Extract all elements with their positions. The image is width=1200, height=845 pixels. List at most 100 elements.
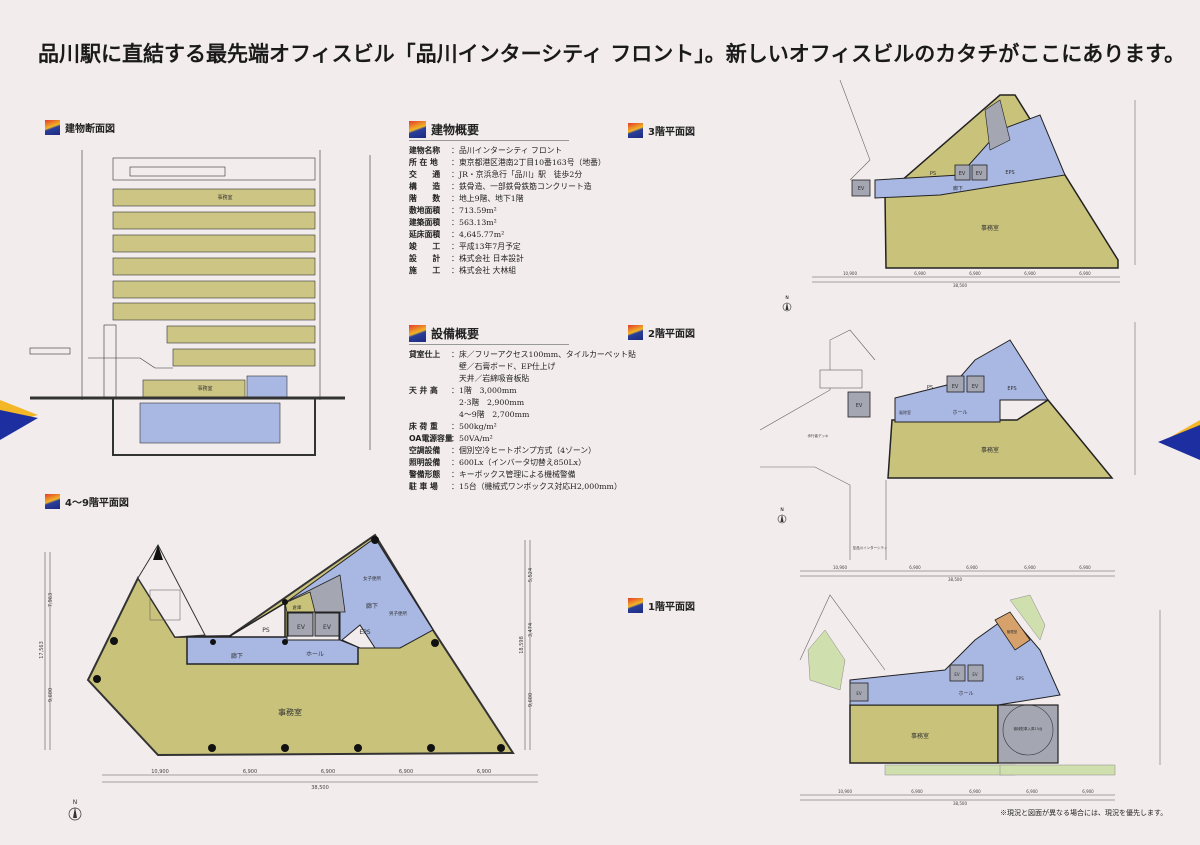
section-header-section-drawing: 建物断面図	[45, 120, 115, 135]
spec-separator: ：	[451, 206, 459, 215]
floor-plan-3: 事務室 廊下 PS EV EV EPS EV 10,900 6,900 6,90…	[782, 79, 1136, 312]
floor-plan-4-9: 事務室 廊下 ホール PS EV EV 倉庫 EPS 廊下 女子便所 男子便所 …	[39, 533, 538, 821]
spec-label: 空調設備	[409, 446, 441, 455]
spec-row: 延床面積 ：4,645.77m²	[409, 229, 606, 241]
section-office-label: 事務室	[197, 385, 212, 392]
ev-label: EV	[297, 624, 306, 631]
spec-separator: ：	[451, 434, 459, 443]
spec-separator: ：	[451, 230, 459, 239]
spec-separator: ：	[451, 146, 459, 155]
north-arrow-icon: N	[777, 507, 787, 524]
spec-row: 構 造：鉄骨造、一部鉄骨鉄筋コンクリート造	[409, 181, 606, 193]
section-floor-band	[112, 188, 316, 207]
section-floor-band	[112, 280, 316, 299]
dimension-label: 6,900	[969, 789, 981, 794]
spec-value: 2·3階 2,900mm	[459, 398, 525, 407]
spec-separator: ：	[451, 386, 459, 395]
eps-label: EPS	[1016, 676, 1024, 681]
section-header-building-overview: 建物概要	[409, 121, 569, 141]
spec-row: 天 井 高：1階 3,000mm	[409, 385, 636, 397]
spec-value: 地上9階、地下1階	[459, 194, 524, 203]
dimension-label: 5,524	[528, 568, 534, 582]
spec-label: 貸室仕上	[409, 350, 441, 359]
mens-wc-label: 男子便所	[389, 610, 407, 617]
section-title: 3階平面図	[648, 127, 695, 138]
section-icon	[409, 121, 426, 138]
spec-separator: ：	[451, 254, 459, 263]
section-header-plan-2: 2階平面図	[628, 325, 695, 340]
ev-label: EV	[954, 672, 960, 677]
dimension-label: 10,900	[838, 789, 852, 794]
dimension-label: 9,600	[528, 693, 534, 707]
section-floor-band	[112, 211, 316, 230]
section-floor-band	[112, 302, 316, 321]
spec-row: 警備形態：キーボックス管理による機械警備	[409, 469, 636, 481]
spec-label: 設 計	[409, 254, 441, 263]
section-title: 4〜9階平面図	[65, 498, 129, 509]
spec-separator: ：	[451, 458, 459, 467]
dimension-total-label: 38,500	[953, 283, 967, 288]
section-drawing: 事務室 事務室	[29, 150, 371, 456]
spec-label: 敷地面積	[409, 206, 441, 215]
spec-label: 竣 工	[409, 242, 441, 251]
ev-label: EV	[323, 624, 332, 631]
section-header-facilities-overview: 設備概要	[409, 325, 569, 345]
ev-label: EV	[952, 384, 959, 390]
spec-row: OA電源容量：50VA/m²	[409, 433, 636, 445]
corridor-label: 廊下	[366, 602, 378, 610]
section-icon	[45, 494, 60, 509]
dimension-total-label: 38,500	[311, 785, 329, 791]
section-title: 設備概要	[431, 327, 480, 341]
spec-row: 所 在 地：東京都港区港南2丁目10番163号（地番）	[409, 157, 606, 169]
footnote: ※現況と図面が異なる場合には、現況を優先します。	[1000, 809, 1168, 817]
hall-label: ホール	[306, 651, 324, 658]
to-intercity-label: 至品川インターシティ	[853, 545, 888, 550]
spec-separator: ：	[451, 218, 459, 227]
spec-value: JR・京浜急行「品川」駅 徒歩2分	[459, 170, 583, 179]
spec-label: 延床面積	[409, 230, 441, 239]
spec-separator: ：	[451, 350, 459, 359]
dimension-label: 6,900	[1079, 565, 1091, 570]
dimension-label: 6,900	[1082, 789, 1094, 794]
dimension-total-label: 38,500	[953, 801, 967, 806]
dimension-label: 6,900	[1024, 565, 1036, 570]
floor-plan-2: 事務室 風除室 ホール PS EV EV EPS EV 歩行者デッキ 至品川イン…	[759, 322, 1136, 582]
spec-value: 4,645.77m²	[459, 230, 505, 239]
dimension-label: 6,900	[321, 769, 335, 775]
spec-label: 駐 車 場	[409, 482, 438, 491]
dimension-label: 6,900	[477, 769, 491, 775]
spec-separator: ：	[451, 422, 459, 431]
spec-value: 品川インターシティ フロント	[459, 146, 563, 155]
section-header-plan-1: 1階平面図	[628, 598, 695, 613]
spec-row: 建物名称：品川インターシティ フロント	[409, 145, 606, 157]
spec-row: 階 数：地上9階、地下1階	[409, 193, 606, 205]
dimension-label: 3,474	[528, 623, 534, 637]
spec-row: 照明設備：600Lx（インバータ切替え850Lx）	[409, 457, 636, 469]
floor-plan-1: 事務室 機械駐車入庫15台 管理室 ホール EV EV EV EPS 10,90…	[799, 594, 1161, 806]
eps-label: EPS	[359, 629, 370, 636]
spec-label: OA電源容量	[409, 434, 453, 443]
dimension-label: 6,900	[243, 769, 257, 775]
parking-label: 機械駐車入庫15台	[1014, 726, 1043, 731]
ev-label: EV	[976, 171, 983, 177]
windbreak-label: 風除室	[899, 409, 911, 415]
dimension-label: 10,900	[833, 565, 847, 570]
spec-row: 床 荷 重：500kg/m²	[409, 421, 636, 433]
spec-separator: ：	[451, 446, 459, 455]
dimension-label: 7,963	[48, 593, 54, 607]
section-icon	[628, 598, 643, 613]
spec-value: 壁／石膏ボード、EP仕上げ	[459, 362, 556, 371]
spec-value: 4〜9階 2,700mm	[459, 410, 530, 419]
dimension-label: 6,900	[399, 769, 413, 775]
section-floor-band	[172, 348, 316, 367]
left-edge-arrow-icon	[0, 400, 38, 440]
spec-label: 構 造	[409, 182, 441, 191]
spec-label: 床 荷 重	[409, 422, 438, 431]
spec-value: 1階 3,000mm	[459, 386, 517, 395]
dimension-total-label: 38,500	[948, 577, 962, 582]
section-title: 建物概要	[431, 123, 480, 137]
spec-value: 株式会社 大林組	[459, 266, 517, 275]
spec-label: 建築面積	[409, 218, 441, 227]
section-title: 2階平面図	[648, 329, 695, 340]
dimension-label: 10,900	[843, 271, 857, 276]
